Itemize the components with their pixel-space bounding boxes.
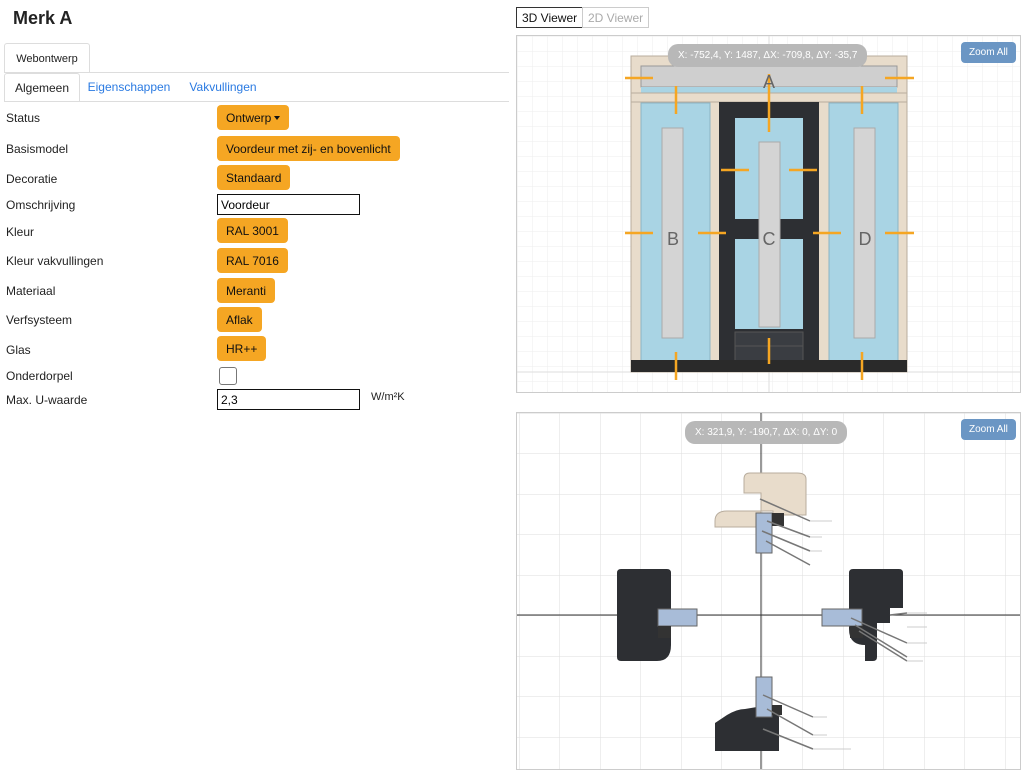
- basismodel-button[interactable]: Voordeur met zij- en bovenlicht: [217, 136, 400, 161]
- materiaal-button[interactable]: Meranti: [217, 278, 276, 303]
- coordinates-readout-bottom: X: 321,9, Y: -190,7, ΔX: 0, ΔY: 0: [685, 421, 848, 444]
- decoratie-button[interactable]: Standaard: [217, 165, 291, 190]
- label-basismodel: Basismodel: [6, 142, 69, 156]
- dimension-markers: [625, 74, 914, 380]
- label-status: Status: [6, 111, 41, 125]
- label-omschrijving: Omschrijving: [6, 198, 76, 212]
- inner-tab-divider: [4, 101, 509, 102]
- profile-viewer[interactable]: X: 321,9, Y: -190,7, ΔX: 0, ΔY: 0 Zoom A…: [516, 412, 1021, 770]
- glas-button[interactable]: HR++: [217, 336, 267, 361]
- kleur-vakvullingen-button[interactable]: RAL 7016: [217, 248, 288, 273]
- label-max-u-waarde: Max. U-waarde: [6, 393, 88, 407]
- label-kleur: Kleur: [6, 225, 35, 239]
- u-waarde-unit: W/m²K: [371, 391, 405, 403]
- elevation-canvas: A B C D: [517, 36, 1020, 392]
- section-label-b: B: [667, 229, 679, 249]
- tab-eigenschappen[interactable]: Eigenschappen: [87, 80, 171, 94]
- section-label-c: C: [763, 229, 776, 249]
- viewer-2d-button[interactable]: 2D Viewer: [582, 7, 650, 28]
- status-dropdown[interactable]: Ontwerp: [217, 105, 290, 130]
- onderdorpel-checkbox[interactable]: [219, 367, 237, 385]
- label-kleur-vakvullingen: Kleur vakvullingen: [6, 254, 104, 268]
- max-u-waarde-input[interactable]: [217, 389, 360, 410]
- tab-algemeen[interactable]: Algemeen: [4, 73, 80, 102]
- tab-vakvullingen[interactable]: Vakvullingen: [189, 80, 257, 94]
- label-decoratie: Decoratie: [6, 172, 58, 186]
- status-value: Ontwerp: [226, 110, 272, 125]
- tab-divider: [4, 72, 509, 73]
- profile-canvas: [517, 413, 1020, 769]
- label-materiaal: Materiaal: [6, 284, 56, 298]
- label-glas: Glas: [6, 343, 31, 357]
- section-label-a: A: [763, 72, 775, 92]
- profile-left: [617, 569, 698, 661]
- label-verfsysteem: Verfsysteem: [6, 313, 73, 327]
- profile-top: [714, 472, 832, 566]
- kleur-button[interactable]: RAL 3001: [217, 218, 288, 243]
- page-title: Merk A: [13, 8, 73, 28]
- tab-webontwerp[interactable]: Webontwerp: [4, 43, 90, 73]
- verfsysteem-button[interactable]: Aflak: [217, 307, 262, 332]
- zoom-all-button-bottom[interactable]: Zoom All: [961, 419, 1016, 440]
- profile-bottom: [715, 676, 851, 751]
- zoom-all-button[interactable]: Zoom All: [961, 42, 1016, 63]
- viewer-3d-button[interactable]: 3D Viewer: [516, 7, 584, 28]
- coordinates-readout: X: -752,4, Y: 1487, ΔX: -709,8, ΔY: -35,…: [668, 44, 868, 67]
- caret-down-icon: [274, 115, 281, 120]
- elevation-viewer[interactable]: A B C D X: -752,4, Y: 1487, ΔX: -709,8, …: [516, 35, 1021, 393]
- profile-right: [821, 569, 927, 662]
- label-onderdorpel: Onderdorpel: [6, 369, 73, 383]
- section-label-d: D: [859, 229, 872, 249]
- omschrijving-input[interactable]: [217, 194, 360, 215]
